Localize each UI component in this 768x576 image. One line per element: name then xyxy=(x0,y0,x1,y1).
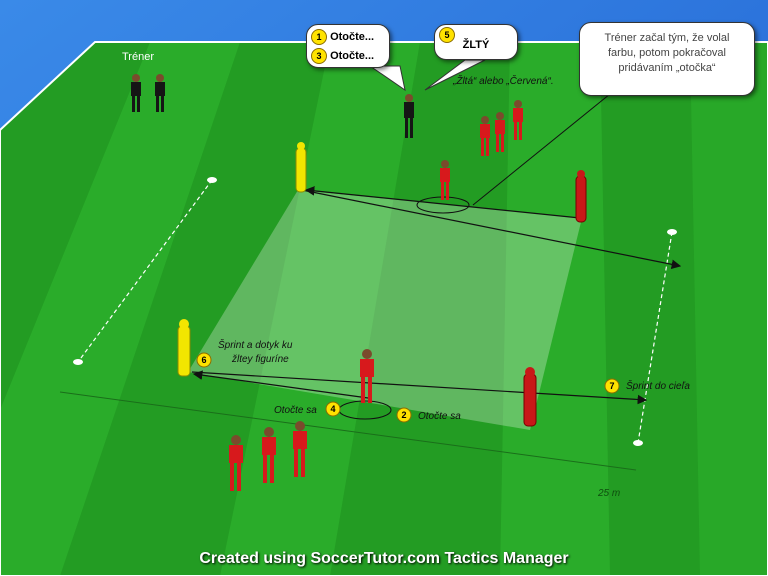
dashed-start-line xyxy=(77,179,213,363)
badge-6: 6 xyxy=(196,352,212,368)
callout-tail xyxy=(424,59,486,91)
dashed-finish-line xyxy=(637,231,673,444)
color-callout-text: ŽLTÝ xyxy=(462,39,490,51)
info-callout: Tréner začal tým, že volal farbu, potom … xyxy=(579,22,755,96)
svg-text:6: 6 xyxy=(201,355,206,365)
player xyxy=(262,427,276,483)
sprint-touch-label-1: Šprint a dotyk ku xyxy=(218,338,293,351)
info-text: Tréner začal tým, že volal farbu, potom … xyxy=(604,32,730,74)
practice-zone xyxy=(188,190,582,430)
svg-text:4: 4 xyxy=(330,404,335,414)
distance-line xyxy=(59,391,637,471)
red-mannequin-top xyxy=(575,170,587,223)
arrow-to-mannequin-top xyxy=(304,186,581,219)
arrow-to-finish-top xyxy=(301,189,682,270)
coach-figure xyxy=(131,74,141,112)
info-pointer xyxy=(472,93,611,206)
footer-credit: Created using SoccerTutor.com Tactics Ma… xyxy=(199,550,569,567)
arrow-sprint-to-mannequin xyxy=(192,370,369,399)
svg-text:2: 2 xyxy=(401,410,406,420)
turn-3-text: Otočte... xyxy=(330,49,375,62)
sprint-goal-label: Šprint do cieľa xyxy=(626,379,690,392)
coach-figure xyxy=(155,74,165,112)
arrow-sprint-to-goal xyxy=(191,371,648,405)
color-callout: 5 ŽLTÝ xyxy=(434,24,518,60)
cone xyxy=(633,440,643,446)
player-active-top xyxy=(440,160,450,200)
turn-1-text: Otočte... xyxy=(330,30,375,43)
callout-tail xyxy=(368,65,406,92)
player-active-bottom xyxy=(360,349,374,403)
player xyxy=(229,435,243,491)
cone xyxy=(667,229,677,235)
turn-2-label: Otočte sa xyxy=(418,411,461,422)
coach-figure xyxy=(404,94,414,138)
badge-5: 5 xyxy=(439,27,455,43)
coach-call-label: „Žltá“ alebo „Červená“. xyxy=(452,74,554,87)
cone xyxy=(73,359,83,365)
player xyxy=(293,421,307,477)
red-mannequin-bottom xyxy=(523,367,537,427)
turn-4-label: Otočte sa xyxy=(274,405,317,416)
player xyxy=(513,100,523,140)
svg-text:7: 7 xyxy=(609,381,614,391)
turn-callout: 1 Otočte... 3 Otočte... xyxy=(306,24,390,68)
cone xyxy=(207,177,217,183)
sprint-touch-label-2: žltey figuríne xyxy=(231,354,289,365)
coach-label: Tréner xyxy=(122,51,154,63)
distance-label: 25 m xyxy=(597,488,620,499)
yellow-mannequin-top xyxy=(295,142,307,193)
badge-4: 4 xyxy=(325,401,341,417)
player xyxy=(480,116,490,156)
badge-7: 7 xyxy=(604,378,620,394)
badge-1: 1 xyxy=(311,29,327,45)
player xyxy=(495,112,505,152)
badge-2: 2 xyxy=(396,407,412,423)
yellow-mannequin-bottom xyxy=(177,319,191,377)
badge-3: 3 xyxy=(311,48,327,64)
